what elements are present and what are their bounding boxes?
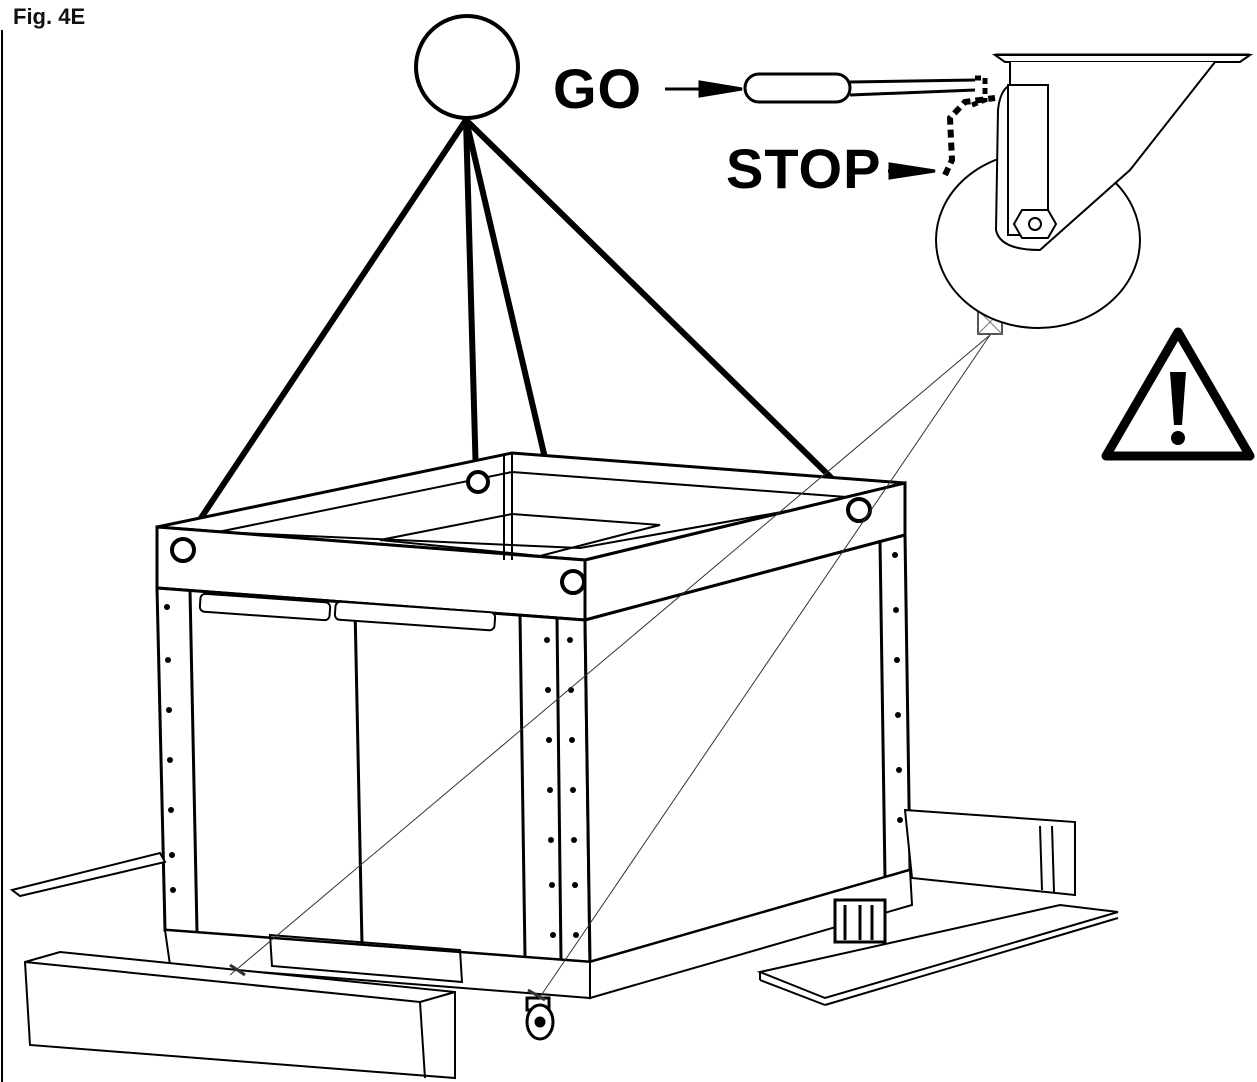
- lifting-eyes: [172, 472, 870, 593]
- lift-eye-front-left: [172, 539, 194, 561]
- pallet-beam-front: [25, 952, 455, 1078]
- warning-triangle-icon: [1106, 332, 1250, 456]
- cabinet-top-opening: [380, 514, 660, 556]
- lift-eye-back-right: [848, 499, 870, 521]
- caster-wheel-icon: [936, 55, 1250, 328]
- sling-back-left: [466, 120, 476, 478]
- leader-line-2: [538, 335, 990, 1000]
- sling-front-left: [183, 120, 466, 545]
- brake-lever-stop: [945, 98, 995, 175]
- go-label: GO: [553, 57, 643, 120]
- post-bolts: [164, 552, 903, 938]
- sling-back-right: [466, 120, 859, 505]
- stop-indicator: [888, 98, 995, 178]
- strap-left: [12, 853, 165, 896]
- caster-axle: [536, 1018, 544, 1026]
- pallet-beam-edge-3: [420, 1002, 425, 1078]
- pallet-rail-right: [905, 810, 1075, 895]
- cabinet-plinth-right: [590, 870, 912, 998]
- pallet-beam-edge-2: [420, 992, 455, 1002]
- lift-ring-icon: [416, 16, 518, 118]
- brake-lever-go: [745, 74, 850, 102]
- detail-leader-lines: [230, 335, 990, 1000]
- cabinet: [157, 453, 912, 998]
- front-caster: [527, 998, 553, 1039]
- ramp-board: [760, 905, 1118, 998]
- ramp-edge-3: [825, 918, 1118, 1005]
- pallet-beam-edge: [25, 962, 420, 1002]
- front-right-post-inner: [520, 615, 525, 957]
- rear-caster: [835, 900, 885, 942]
- left-door-handle: [200, 593, 331, 620]
- back-right-post: [880, 540, 885, 878]
- lift-eye-front-right: [562, 571, 584, 593]
- plinth-panel: [270, 935, 462, 982]
- rail-bracket-2: [1052, 826, 1054, 892]
- leader-line-1: [230, 335, 990, 975]
- go-indicator: [665, 74, 985, 105]
- stop-arrow-icon: [890, 164, 935, 178]
- go-arrow-icon: [700, 82, 742, 96]
- ramp-edge-2: [760, 980, 825, 1005]
- pallet-parts: [12, 810, 1118, 1078]
- rail-bracket: [1040, 826, 1042, 890]
- door-divider: [355, 607, 362, 945]
- figure-label: Fig. 4E: [13, 4, 86, 29]
- right-door-handle: [335, 601, 496, 630]
- front-left-post: [190, 590, 197, 932]
- caster-detail-fork: [996, 62, 1215, 250]
- front-right-post: [557, 618, 561, 960]
- stop-label: STOP: [726, 137, 882, 200]
- lift-eye-back-left: [468, 472, 488, 492]
